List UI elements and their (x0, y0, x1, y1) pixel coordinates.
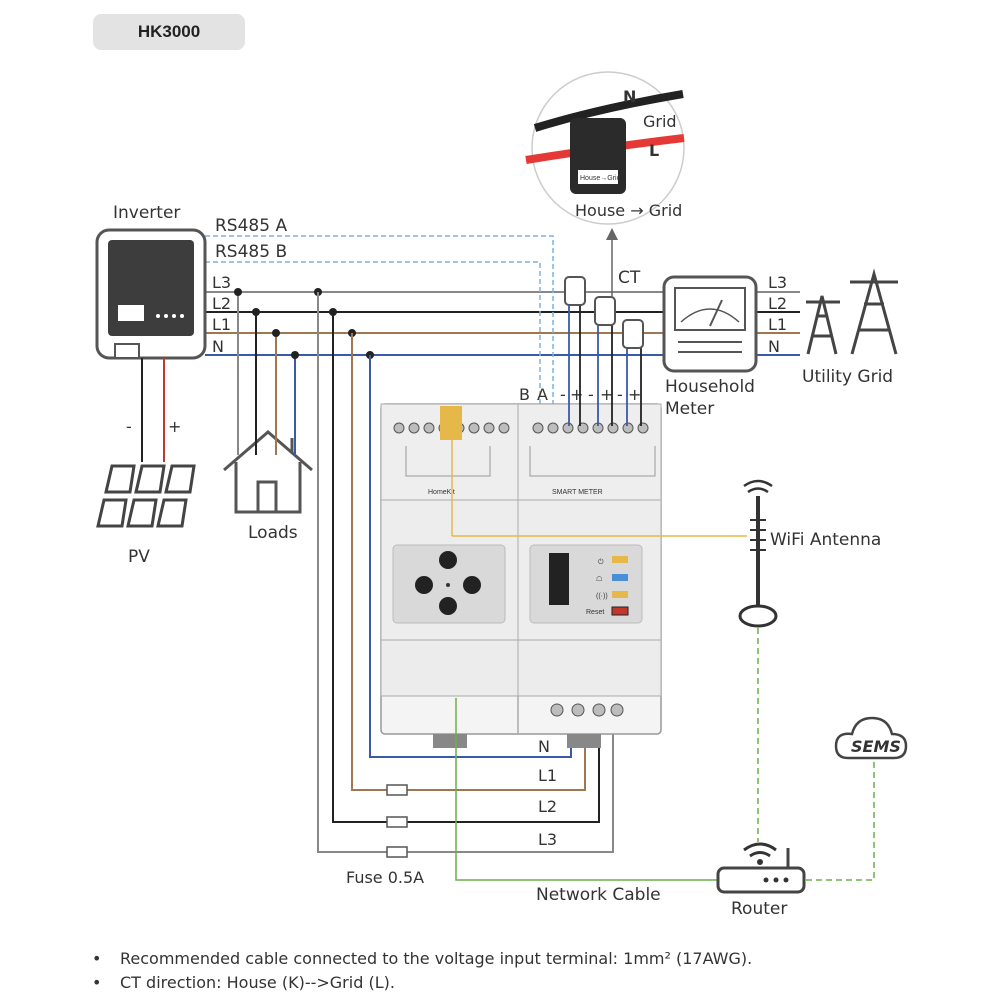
wifi-antenna-label: WiFi Antenna (770, 530, 881, 550)
rs485-a-line (205, 235, 554, 426)
terminal-label-ct2-plus: + (600, 385, 613, 404)
terminal-label-ct1-plus: + (570, 385, 583, 404)
bottom-l3-label: L3 (538, 830, 557, 849)
ct-callout-n: N (623, 87, 636, 106)
bottom-l1-label: L1 (538, 766, 557, 785)
grid-l1-label: L1 (768, 315, 787, 334)
ct-callout-grid: Grid (643, 112, 677, 131)
network-cable-label: Network Cable (536, 885, 661, 905)
ct-callout-direction: House → Grid (575, 201, 682, 220)
household-meter-icon (662, 275, 758, 373)
inv-l2-label: L2 (212, 294, 231, 313)
terminal-label-ct3-plus: + (628, 385, 641, 404)
grid-n-label: N (768, 337, 780, 356)
sun-icon (439, 551, 457, 569)
bottom-l2-label: L2 (538, 797, 557, 816)
battery-icon (439, 597, 457, 615)
house-icon (223, 430, 313, 514)
network-cable-line (455, 698, 718, 881)
ct-clamps (564, 276, 644, 349)
svg-text:☖: ☖ (596, 575, 602, 583)
sems-link (806, 760, 875, 881)
rs485-lines (205, 235, 554, 426)
meter-display (549, 553, 569, 605)
fuse-l1 (386, 784, 408, 796)
ct-clamp-l2 (594, 296, 616, 326)
hk3000-device: HomeKit SMART METER ⏻ ☖ ((·)) Reset (380, 403, 662, 748)
fuses (386, 784, 408, 858)
grid-l2-label: L2 (768, 294, 787, 313)
ct-callout: House→Grid N Grid L House → Grid (525, 71, 685, 225)
ct-clamp-tag: House→Grid (580, 175, 621, 182)
rs485a-label: RS485 A (215, 216, 287, 236)
grid-l3-label: L3 (768, 273, 787, 292)
pv-panel-icon (96, 464, 196, 528)
inverter (95, 228, 207, 360)
pv-plus-label: + (168, 417, 181, 436)
homekit-label: HomeKit (428, 489, 455, 496)
fuse-label: Fuse 0.5A (346, 868, 424, 887)
utility-grid-icon (806, 268, 898, 355)
wifi-antenna-icon (738, 479, 778, 628)
ct-clamp-l1 (622, 319, 644, 349)
utility-grid-label: Utility Grid (802, 367, 893, 387)
fuse-l2 (386, 816, 408, 828)
model-name: HK3000 (137, 22, 201, 41)
router-icon (716, 842, 806, 894)
cloud-icon (834, 716, 908, 760)
pv-minus-label: - (126, 417, 132, 436)
router-label: Router (731, 899, 787, 919)
note-text: CT direction: House (K)-->Grid (L). (120, 972, 395, 992)
antenna-connector (440, 406, 462, 440)
sems-label: SEMS (851, 737, 901, 756)
note-item: •CT direction: House (K)-->Grid (L). (92, 972, 395, 992)
smart-meter-label: SMART METER (552, 489, 603, 496)
notes-list: •Recommended cable connected to the volt… (92, 946, 972, 994)
inverter-panel (108, 240, 194, 336)
inv-l3-label: L3 (212, 273, 231, 292)
inv-n-label: N (212, 337, 224, 356)
terminal-label-ct3-minus: - (617, 385, 623, 404)
terminal-label-ct1-minus: - (560, 385, 566, 404)
terminal-label-a: A (537, 385, 548, 404)
rs485b-label: RS485 B (215, 242, 287, 262)
note-item: •Recommended cable connected to the volt… (92, 948, 753, 968)
phone-icon (463, 576, 481, 594)
household-meter-label-2: Meter (665, 399, 714, 419)
reset-button[interactable] (611, 606, 629, 616)
load-drops (237, 292, 296, 455)
ct-callout-l: L (649, 141, 659, 160)
model-tag: HK3000 (93, 14, 245, 50)
pv-label: PV (128, 547, 150, 567)
inverter-label: Inverter (113, 203, 180, 223)
inv-l1-label: L1 (212, 315, 231, 334)
ct-label: CT (618, 268, 641, 288)
ct-leads (568, 305, 642, 426)
status-leds: ⏻ ☖ ((·)) (596, 556, 628, 600)
household-meter-label-1: Household (665, 377, 755, 397)
rs485-b-line (205, 261, 541, 426)
note-text: Recommended cable connected to the volta… (120, 948, 753, 968)
svg-text:⏻: ⏻ (598, 558, 604, 566)
loads-label: Loads (248, 523, 298, 543)
terminal-label-ct2-minus: - (588, 385, 594, 404)
solar-panel-icon (415, 576, 433, 594)
inverter-screen (118, 305, 144, 321)
bottom-n-label: N (538, 737, 550, 756)
terminal-label-b: B (519, 385, 530, 404)
ct-clamp-l3 (564, 276, 586, 306)
svg-text:((·)): ((·)) (596, 593, 608, 600)
fuse-l3 (386, 846, 408, 858)
reset-label: Reset (586, 609, 604, 616)
